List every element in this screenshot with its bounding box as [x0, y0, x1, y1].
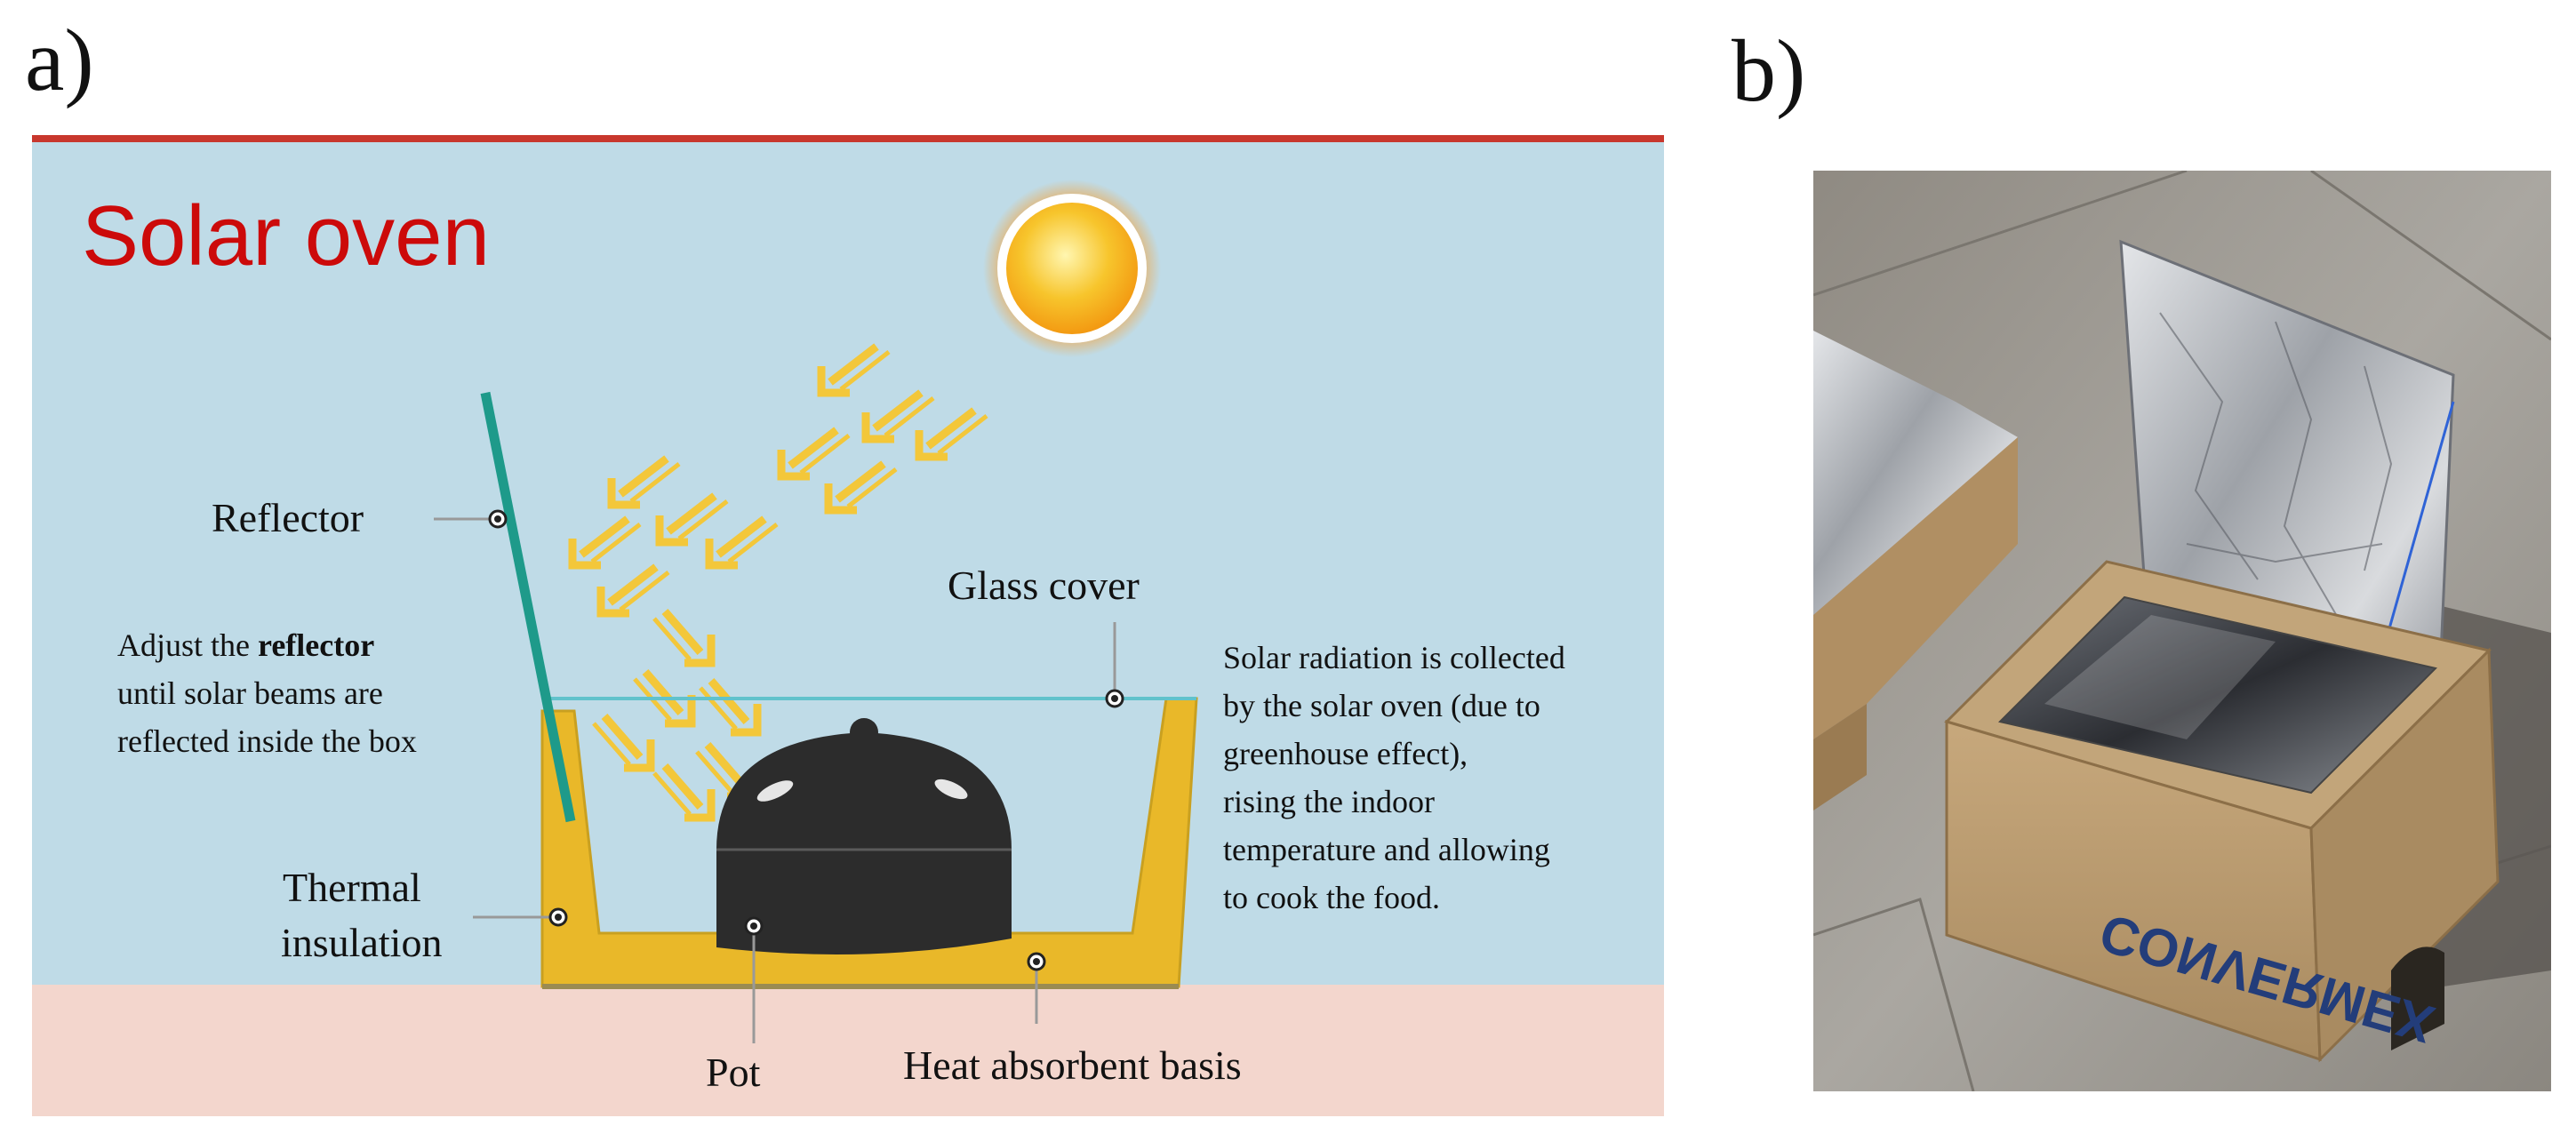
- note-right-line5: temperature and allowing: [1223, 832, 1550, 867]
- leader-pot: [744, 916, 764, 1043]
- note-right-line1: Solar radiation is collected: [1223, 640, 1565, 675]
- note-left-line1-prefix: Adjust the: [117, 627, 258, 663]
- glass-glare: [2044, 615, 2276, 739]
- note-left-line1-bold: reflector: [258, 627, 374, 663]
- label-reflector: Reflector: [212, 495, 364, 540]
- note-right-line2: by the solar oven (due to: [1223, 688, 1540, 723]
- leader-glass-cover: [1105, 622, 1124, 708]
- leader-thermal-insulation: [473, 907, 568, 927]
- diagram-ground: [32, 985, 1664, 1116]
- note-right-line4: rising the indoor: [1223, 784, 1435, 819]
- box-side-hole: [2391, 946, 2444, 1050]
- main-solar-oven: CONVERMEX: [1944, 239, 2500, 1063]
- background-solar-oven: [1813, 331, 2018, 811]
- solar-oven-diagram: Solar oven: [32, 135, 1664, 1116]
- reflector: [480, 391, 576, 823]
- note-right-line6: to cook the food.: [1223, 880, 1440, 915]
- label-thermal-line2: insulation: [281, 920, 442, 965]
- solar-oven-photo: CONVERMEX: [1813, 171, 2551, 1091]
- note-left-line3: reflected inside the box: [117, 723, 417, 759]
- label-glass-cover: Glass cover: [948, 563, 1140, 608]
- note-right-line3: greenhouse effect),: [1223, 736, 1468, 771]
- box-side: [2309, 647, 2500, 1063]
- note-left-line2: until solar beams are: [117, 675, 383, 711]
- panel-label-a: a): [25, 11, 94, 109]
- label-thermal-line1: Thermal: [283, 865, 421, 910]
- glass-window: [1998, 595, 2437, 795]
- leader-reflector: [434, 509, 508, 529]
- diagram-title: Solar oven: [82, 188, 490, 284]
- diagram-top-bar: [32, 135, 1664, 142]
- svg-text:Adjust the reflector: Adjust the reflector: [117, 627, 374, 663]
- sun-icon: [983, 180, 1161, 357]
- foil-wrinkles: [2159, 312, 2393, 634]
- panel-label-b: b): [1732, 21, 1806, 120]
- label-pot: Pot: [706, 1050, 761, 1095]
- pot-icon: [716, 718, 1012, 954]
- note-left: Adjust the reflector until solar beams a…: [117, 627, 417, 759]
- note-right: Solar radiation is collected by the sola…: [1223, 640, 1565, 915]
- label-heat-basis: Heat absorbent basis: [903, 1042, 1242, 1088]
- leader-heat-basis: [1027, 952, 1046, 1024]
